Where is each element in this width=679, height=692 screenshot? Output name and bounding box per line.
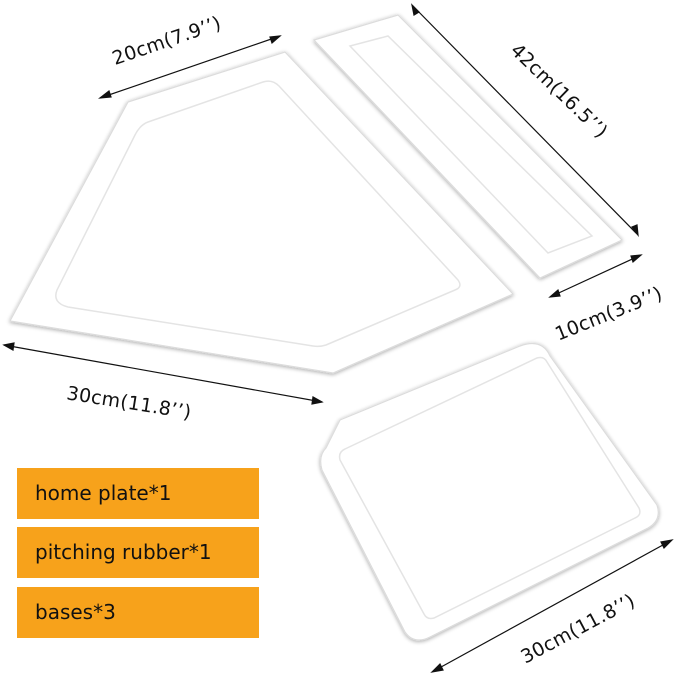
home-plate xyxy=(9,51,515,374)
arrowhead-icon xyxy=(430,662,444,673)
base-inner-border xyxy=(338,356,641,620)
arrowhead-icon xyxy=(411,3,420,16)
arrowhead-icon xyxy=(98,90,112,99)
arrowhead-icon xyxy=(2,342,15,351)
pitching-rubber-body xyxy=(312,14,624,279)
home-plate-inner-border xyxy=(55,80,461,348)
arrowhead-icon xyxy=(660,539,674,550)
rubber-length-dimension-line xyxy=(411,4,639,236)
rubber-width-dimension-line xyxy=(549,254,642,298)
base-body xyxy=(320,343,659,641)
arrowhead-icon xyxy=(630,254,643,264)
base-width-dimension-line xyxy=(431,539,673,673)
arrowhead-icon xyxy=(631,224,639,238)
arrowhead-icon xyxy=(548,288,561,298)
home-plate-top-dimension-line xyxy=(99,35,281,99)
legend-item-home-plate: home plate*1 xyxy=(17,468,259,519)
legend-item-pitching-rubber: pitching rubber*1 xyxy=(17,527,259,578)
legend-item-bases: bases*3 xyxy=(17,587,259,638)
pitching-rubber-inner-border xyxy=(348,35,594,254)
home-plate-width-dimension-line xyxy=(3,344,323,403)
base xyxy=(320,343,659,641)
pitching-rubber xyxy=(312,14,624,279)
arrowhead-icon xyxy=(269,35,282,45)
arrowhead-icon xyxy=(311,396,324,405)
